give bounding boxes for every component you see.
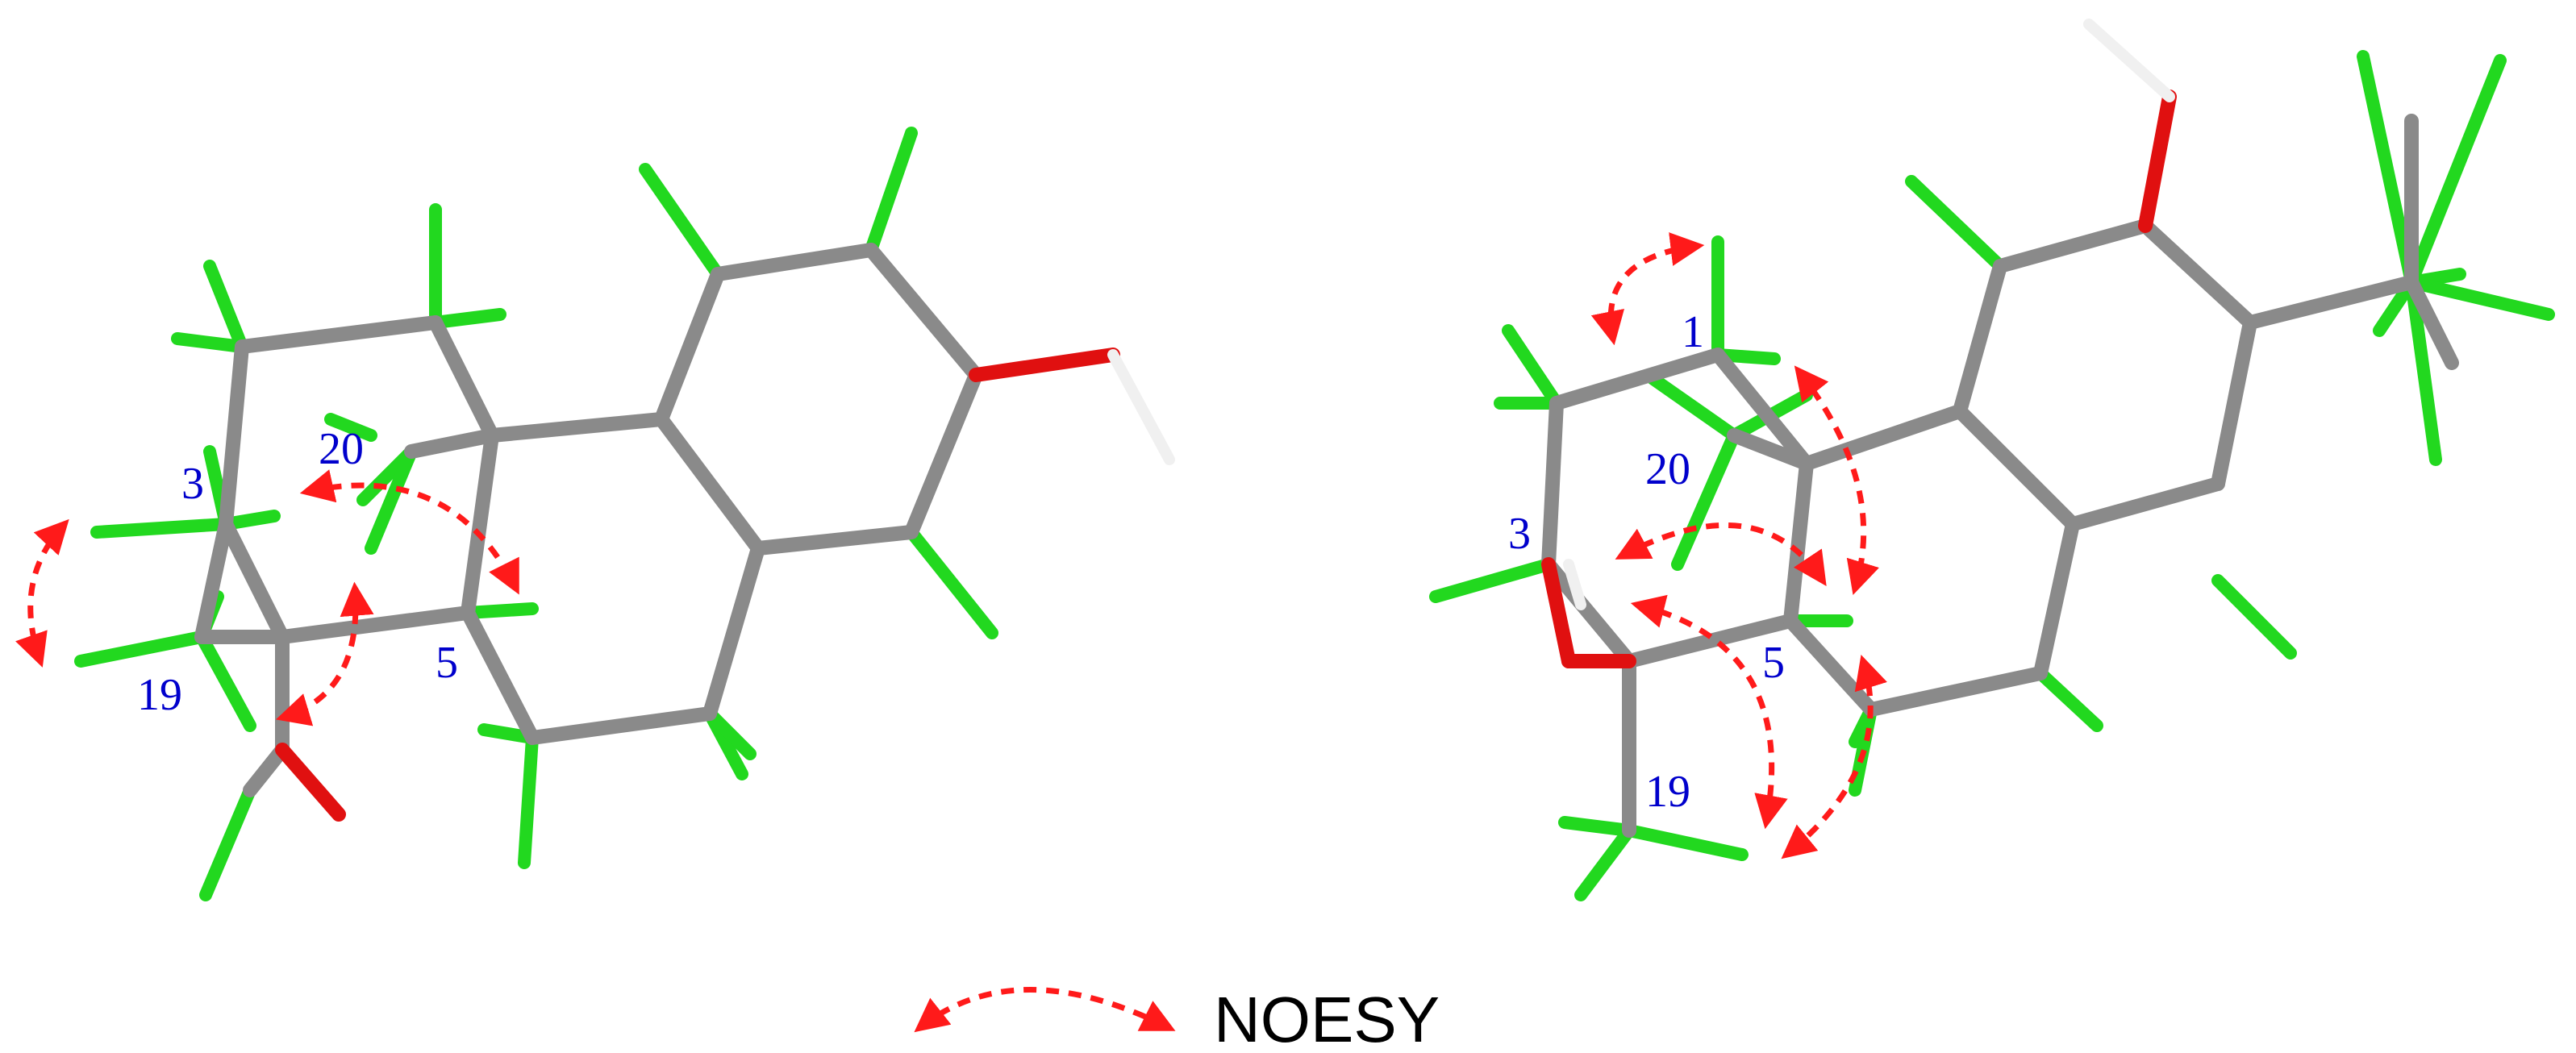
structure-2: 1 20 3 5 19 [1429,19,2555,901]
noesy-arrow-h3-h19 [1630,594,1788,830]
noesy-arrow-h3-h19 [15,518,69,668]
atom-label-19: 19 [137,670,182,720]
noesy-arrow-h20-h5 [1615,522,1827,586]
noesy-arrow-h5-h19 [1781,654,1887,859]
noesy-arrow-h20-h19 [275,581,374,726]
structure-1-noesy-arrows [15,469,519,726]
legend-noesy-arrow [914,987,1176,1033]
atom-label-3: 3 [181,459,204,509]
legend-label: NOESY [1214,984,1440,1053]
structure-1-carbon-bonds [194,243,983,797]
atom-label-20: 20 [1645,444,1690,494]
noesy-arrow-h1-h5 [1794,365,1879,596]
atom-label-19: 19 [1645,767,1690,817]
structure-1-oxygen-bonds [275,348,1175,822]
structure-2-hydrogen-bonds [1429,50,2555,901]
atom-label-1: 1 [1682,307,1704,357]
legend: NOESY [914,984,1440,1053]
structure-2-oxygen-bonds [1541,19,2177,668]
atom-label-3: 3 [1508,509,1531,559]
noesy-arrow-h1-h1 [1590,232,1705,346]
structure-2-noesy-arrows [1590,232,1887,859]
atom-label-5: 5 [436,638,458,688]
atom-label-20: 20 [319,424,364,474]
atom-label-5: 5 [1762,638,1785,688]
structure-1: 3 20 19 5 [15,127,1175,901]
